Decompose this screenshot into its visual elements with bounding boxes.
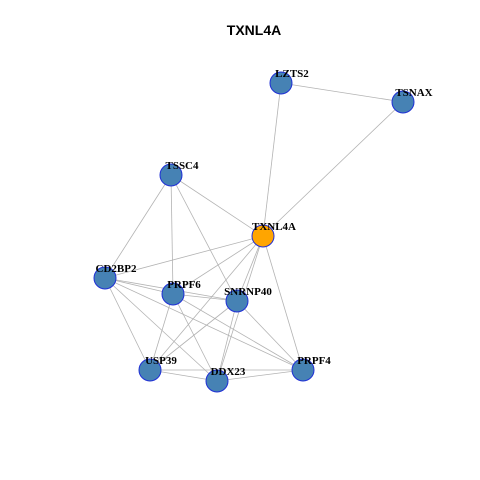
edge-tssc4-txnl4a [170, 174, 264, 237]
node-label-tssc4: TSSC4 [165, 160, 199, 172]
edge-cd2bp2-ddx23 [104, 277, 218, 382]
edge-lzts2-tsnax [280, 82, 404, 103]
edge-prpf6-prpf4 [172, 293, 304, 371]
node-label-txnl4a: TXNL4A [252, 221, 296, 233]
edge-ddx23-prpf4 [216, 369, 304, 382]
edge-prpf6-ddx23 [172, 293, 218, 382]
edge-prpf6-usp39 [149, 293, 174, 371]
node-label-lzts2: LZTS2 [275, 68, 309, 80]
edge-layer [104, 82, 404, 382]
node-lzts2[interactable] [269, 71, 293, 95]
node-usp39[interactable] [138, 358, 162, 382]
node-label-snrnp40: SNRNP40 [224, 286, 272, 298]
edge-txnl4a-prpf6 [172, 235, 264, 295]
graph-title: TXNL4A [227, 22, 281, 38]
node-prpf4[interactable] [291, 358, 315, 382]
edge-snrnp40-prpf4 [236, 300, 304, 371]
edge-tssc4-cd2bp2 [104, 174, 172, 279]
node-cd2bp2[interactable] [93, 266, 117, 290]
node-label-usp39: USP39 [145, 355, 177, 367]
edge-txnl4a-usp39 [149, 235, 264, 371]
edge-snrnp40-usp39 [149, 300, 238, 371]
node-ddx23[interactable] [205, 369, 229, 393]
node-label-tsnax: TSNAX [395, 87, 432, 99]
node-layer [93, 71, 415, 393]
node-tssc4[interactable] [159, 163, 183, 187]
node-label-prpf6: PRPF6 [167, 279, 201, 291]
node-label-cd2bp2: CD2BP2 [96, 263, 137, 275]
edge-snrnp40-ddx23 [216, 300, 238, 382]
edge-cd2bp2-prpf4 [104, 277, 304, 371]
edge-cd2bp2-prpf6 [104, 277, 174, 295]
edge-txnl4a-snrnp40 [236, 235, 264, 302]
node-tsnax[interactable] [391, 90, 415, 114]
node-snrnp40[interactable] [225, 289, 249, 313]
node-label-ddx23: DDX23 [211, 366, 246, 378]
node-label-prpf4: PRPF4 [297, 355, 331, 367]
edge-cd2bp2-usp39 [104, 277, 151, 371]
node-txnl4a[interactable] [251, 224, 275, 248]
edge-txnl4a-cd2bp2 [104, 235, 264, 279]
edge-lzts2-txnl4a [262, 82, 282, 237]
edge-txnl4a-prpf4 [262, 235, 304, 371]
edge-tsnax-txnl4a [262, 101, 404, 237]
node-prpf6[interactable] [161, 282, 185, 306]
edge-tssc4-prpf6 [170, 174, 174, 295]
